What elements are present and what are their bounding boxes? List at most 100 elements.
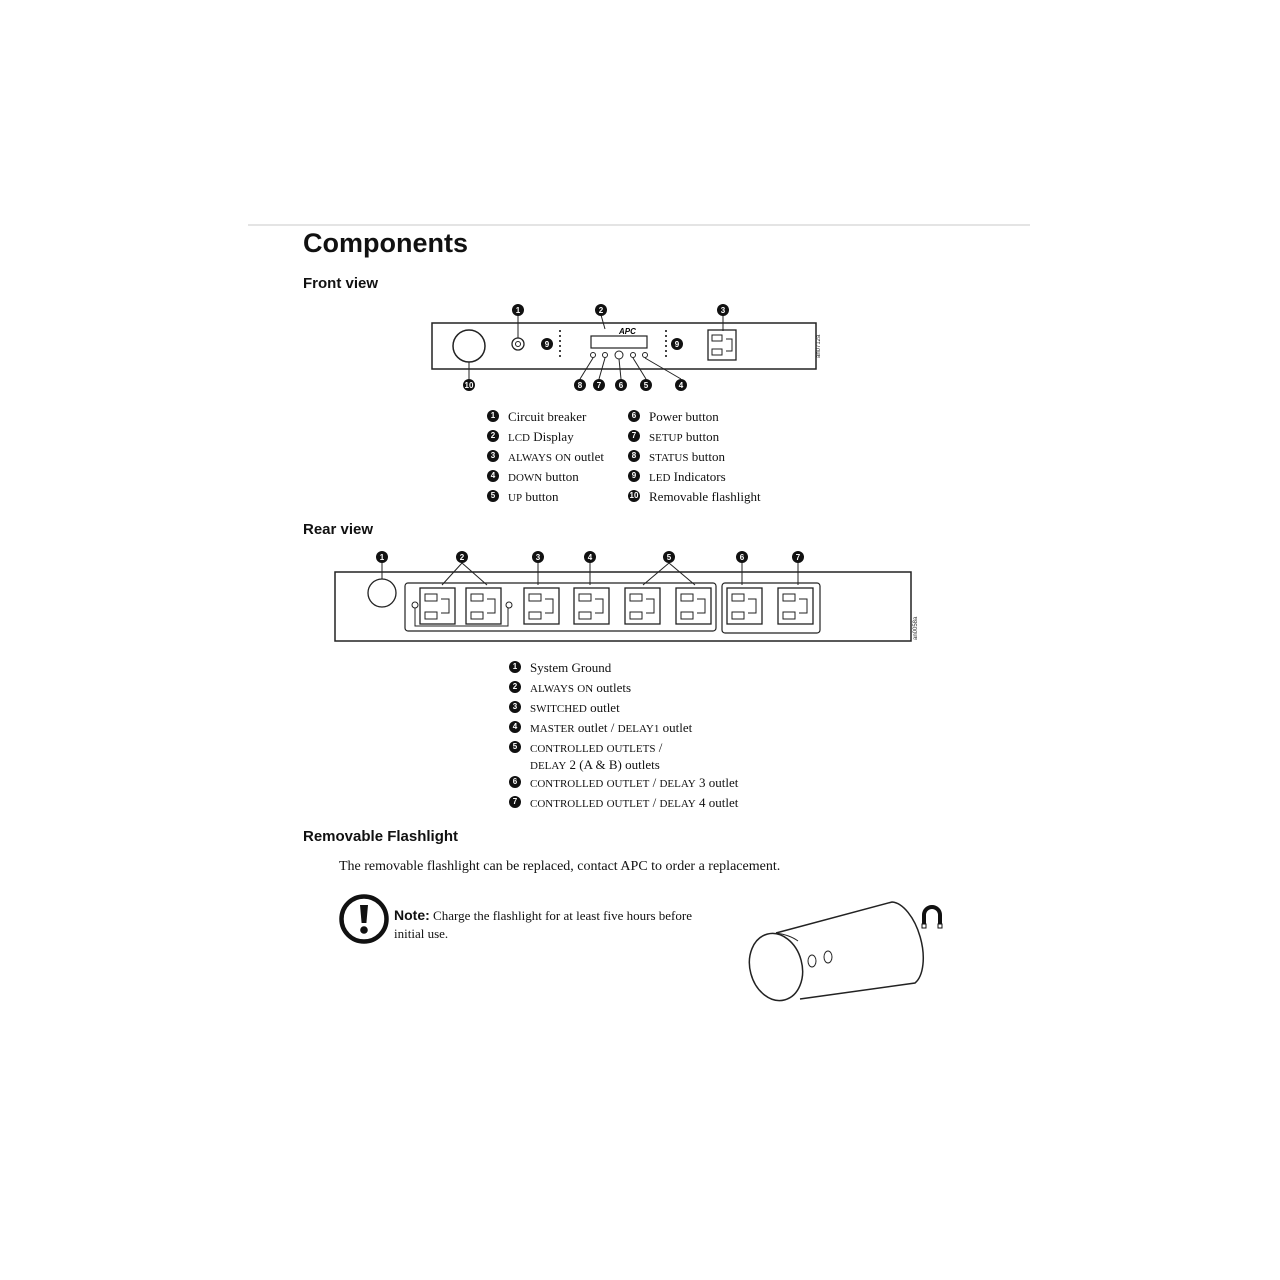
legend-label: Circuit breaker xyxy=(508,409,587,424)
callout-marker xyxy=(574,379,586,391)
legend-label: ALWAYS ON outlets xyxy=(530,680,632,695)
legend-item: 1 Circuit breaker xyxy=(487,409,604,429)
outlet xyxy=(573,587,610,625)
always-on-outlet xyxy=(707,329,737,361)
callout-number: 10 xyxy=(465,381,474,390)
callout-marker xyxy=(792,551,804,563)
rear-view-heading: Rear view xyxy=(303,521,374,538)
callout-number: 3 xyxy=(536,553,541,562)
callout-marker xyxy=(736,551,748,563)
legend-number: 2 xyxy=(509,681,521,693)
callout-number: 2 xyxy=(460,553,465,562)
legend-item: 6 CONTROLLED OUTLET / DELAY 3 outlet xyxy=(509,775,738,795)
callout-number: 6 xyxy=(619,381,624,390)
callout-marker xyxy=(595,304,607,316)
legend-number: 1 xyxy=(487,410,499,422)
rear-figure-code: an0058a xyxy=(913,616,919,640)
legend-number: 1 xyxy=(509,661,521,673)
callout-marker xyxy=(456,551,468,563)
legend-label: UP button xyxy=(508,489,559,504)
rear-view-diagram: an0058a 1 2 3 4 5 6 7 xyxy=(334,551,919,642)
callout-marker xyxy=(532,551,544,563)
legend-number: 6 xyxy=(509,776,521,788)
legend-item: 6 Power button xyxy=(628,409,761,429)
flashlight-heading: Removable Flashlight xyxy=(303,828,459,845)
callout-number: 9 xyxy=(675,340,680,349)
front-figure-code: an0712a xyxy=(816,334,822,358)
apc-logo: APC xyxy=(618,327,636,336)
callout-number: 5 xyxy=(667,553,672,562)
callout-number: 4 xyxy=(588,553,593,562)
legend-item: 9 LED Indicators xyxy=(628,469,761,489)
callout-marker xyxy=(671,338,683,350)
callout-number: 2 xyxy=(599,306,604,315)
legend-number: 4 xyxy=(487,470,499,482)
callout-marker xyxy=(663,551,675,563)
legend-number: 5 xyxy=(509,741,521,753)
legend-label: ALWAYS ON outlet xyxy=(508,449,605,464)
front-view-heading: Front view xyxy=(303,275,379,292)
legend-item: 4 DOWN button xyxy=(487,469,604,489)
outlet xyxy=(465,587,502,625)
legend-number: 5 xyxy=(487,490,499,502)
flashlight-paragraph: The removable flashlight can be replaced… xyxy=(339,859,781,874)
system-ground xyxy=(367,578,397,608)
legend-label: Power button xyxy=(649,409,719,424)
legend-item: 5 CONTROLLED OUTLETS / DELAY 2 (A & B) ou… xyxy=(509,740,738,775)
legend-label: CONTROLLED OUTLETS / DELAY 2 (A & B) out… xyxy=(530,740,663,772)
note-body: Charge the flashlight for at least five … xyxy=(394,908,692,941)
callout-number: 7 xyxy=(597,381,602,390)
legend-label: DOWN button xyxy=(508,469,579,484)
legend-number: 10 xyxy=(628,490,640,502)
callout-marker xyxy=(512,304,524,316)
outlet xyxy=(523,587,560,625)
callout-number: 1 xyxy=(516,306,521,315)
legend-number: 7 xyxy=(628,430,640,442)
callout-number: 9 xyxy=(545,340,550,349)
callout-marker xyxy=(675,379,687,391)
legend-number: 9 xyxy=(628,470,640,482)
outlet xyxy=(777,587,814,625)
callout-marker xyxy=(640,379,652,391)
callout-marker xyxy=(584,551,596,563)
page-title: Components xyxy=(303,228,468,258)
note-text: Note: Charge the flashlight for at least… xyxy=(394,906,714,943)
callout-number: 5 xyxy=(644,381,649,390)
legend-label: SETUP button xyxy=(649,429,720,444)
legend-number: 6 xyxy=(628,410,640,422)
legend-label: LCD Display xyxy=(508,429,574,444)
callout-marker xyxy=(541,338,553,350)
legend-label: System Ground xyxy=(530,660,612,675)
legend-label: CONTROLLED OUTLET / DELAY 3 outlet xyxy=(530,775,739,790)
warning-icon xyxy=(339,894,389,944)
legend-label: Removable flashlight xyxy=(649,489,761,504)
callout-number: 1 xyxy=(380,553,385,562)
callout-number: 6 xyxy=(740,553,745,562)
legend-item: 7 SETUP button xyxy=(628,429,761,449)
legend-item: 10 Removable flashlight xyxy=(628,489,761,509)
legend-item: 1 System Ground xyxy=(509,660,738,680)
callout-number: 4 xyxy=(679,381,684,390)
flashlight-port xyxy=(452,329,486,363)
legend-item: 5 UP button xyxy=(487,489,604,509)
outlet xyxy=(675,587,712,625)
legend-number: 2 xyxy=(487,430,499,442)
legend-number: 4 xyxy=(509,721,521,733)
outlet xyxy=(419,587,456,625)
legend-label: MASTER outlet / DELAY1 outlet xyxy=(530,720,693,735)
legend-number: 3 xyxy=(509,701,521,713)
header-rule xyxy=(248,224,1030,226)
callout-marker xyxy=(717,304,729,316)
legend-number: 7 xyxy=(509,796,521,808)
callout-number: 7 xyxy=(796,553,801,562)
legend-item: 2 ALWAYS ON outlets xyxy=(509,680,738,700)
flashlight-illustration xyxy=(748,901,943,1002)
callout-number: 3 xyxy=(721,306,726,315)
legend-item: 4 MASTER outlet / DELAY1 outlet xyxy=(509,720,738,740)
legend-label: LED Indicators xyxy=(649,469,726,484)
